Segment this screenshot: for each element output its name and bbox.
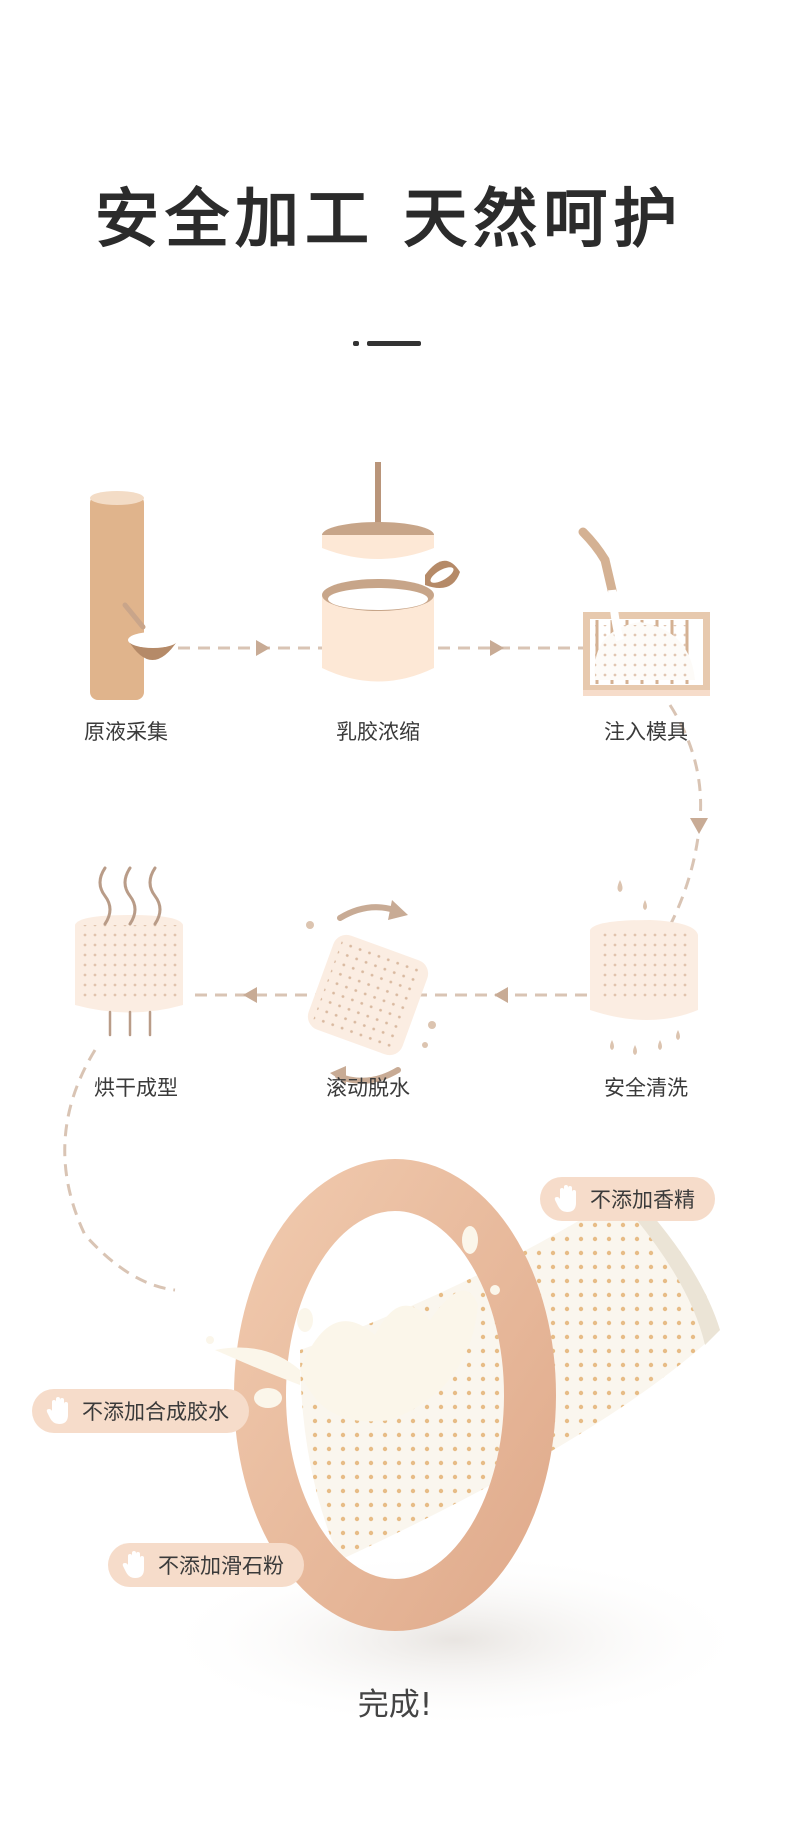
badge-no-talc: 不添加滑石粉 xyxy=(108,1543,304,1587)
rolling-icon xyxy=(306,900,436,1084)
tapping-icon xyxy=(90,491,178,700)
badge-label: 不添加香精 xyxy=(590,1188,695,1212)
step-label-drying: 烘干成型 xyxy=(94,1076,178,1100)
concentrate-icon xyxy=(322,462,460,682)
badge-no-synthetic-glue: 不添加合成胶水 xyxy=(32,1389,249,1433)
washing-icon xyxy=(590,880,698,1055)
hand-icon xyxy=(554,1185,576,1212)
milk-splash xyxy=(206,1226,500,1422)
hand-icon xyxy=(122,1551,144,1578)
mold-icon xyxy=(578,527,710,696)
finish-text: 完成! xyxy=(357,1687,433,1723)
step-label-mold-injection: 注入模具 xyxy=(604,720,688,744)
drying-icon xyxy=(75,866,183,1037)
step-label-washing: 安全清洗 xyxy=(604,1076,688,1100)
step-label-concentration: 乳胶浓缩 xyxy=(336,720,420,744)
floor-shadow xyxy=(155,1550,755,1730)
page-title: 安全加工 天然呵护 xyxy=(95,183,684,257)
badge-label: 不添加滑石粉 xyxy=(158,1554,284,1578)
badge-label: 不添加合成胶水 xyxy=(82,1400,229,1424)
hand-icon xyxy=(46,1397,68,1424)
badge-no-fragrance: 不添加香精 xyxy=(540,1177,715,1221)
step-label-collection: 原液采集 xyxy=(84,720,168,744)
flow-arrows xyxy=(243,640,708,1003)
step-label-dehydration: 滚动脱水 xyxy=(326,1076,410,1100)
